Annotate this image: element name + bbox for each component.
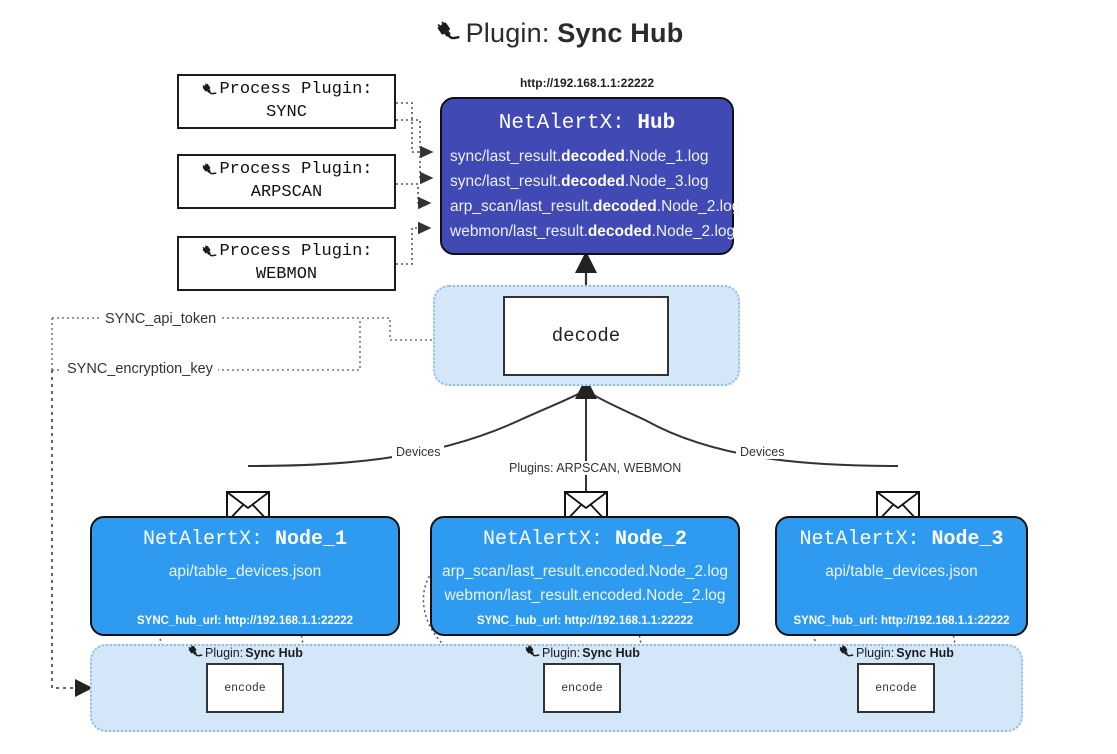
encode-plugin-label-2: Plugin: Sync Hub <box>523 645 640 660</box>
hub-log-line: webmon/last_result.decoded.Node_2.log <box>450 219 735 244</box>
node-title-name: Node_2 <box>615 528 688 551</box>
hub-log-line: sync/last_result.decoded.Node_3.log <box>450 169 732 194</box>
plug-icon <box>523 645 540 660</box>
log-pre: webmon/last_result. <box>450 223 588 241</box>
node-footer: SYNC_hub_url: http://192.168.1.1:22222 <box>136 615 354 627</box>
hub-title-name: Hub <box>637 112 676 135</box>
node-line: webmon/last_result.encoded.Node_2.log <box>444 587 726 605</box>
process-plugin-box-webmon[interactable]: Process Plugin: WEBMON <box>177 236 396 291</box>
sync-encryption-key-label: SYNC_encryption_key <box>62 361 218 377</box>
encode-plugin-label-3: Plugin: Sync Hub <box>837 645 954 660</box>
node-title: NetAlertX: Node_3 <box>777 528 1026 551</box>
log-pre: arp_scan/last_result. <box>450 198 594 216</box>
process-plugin-box-sync[interactable]: Process Plugin: SYNC <box>177 74 396 129</box>
hub-node[interactable]: NetAlertX: Hub sync/last_result.decoded.… <box>440 97 740 255</box>
encode-label-name: Sync Hub <box>582 645 640 660</box>
log-mid: decoded <box>587 223 652 241</box>
node-footer: SYNC_hub_url: http://192.168.1.1:22222 <box>476 615 694 627</box>
node-line-list: arp_scan/last_result.encoded.Node_2.log … <box>432 560 738 608</box>
edge-label-left-devices: Devices <box>392 445 445 459</box>
node-title-prefix: NetAlertX: <box>142 528 263 551</box>
hub-url-label: http://192.168.1.1:22222 <box>519 76 655 90</box>
plug-icon <box>200 82 217 98</box>
log-post: .Node_3.log <box>624 173 709 191</box>
node-box-1[interactable]: NetAlertX: Node_1 api/table_devices.json… <box>90 516 400 636</box>
hub-log-list: sync/last_result.decoded.Node_1.log sync… <box>442 144 740 244</box>
encode-label-prefix: Plugin: <box>856 645 895 660</box>
encode-box-2[interactable]: encode <box>543 663 621 713</box>
title-name: Sync Hub <box>557 18 684 48</box>
sync-api-token-label: SYNC_api_token <box>100 311 222 327</box>
process-plugin-label: Process Plugin: <box>219 79 373 99</box>
encode-label-name: Sync Hub <box>245 645 303 660</box>
log-post: .Node_2.log <box>656 198 741 216</box>
log-mid: decoded <box>561 148 625 165</box>
process-plugin-name: WEBMON <box>255 264 318 284</box>
node-title: NetAlertX: Node_1 <box>92 528 398 551</box>
hub-title: NetAlertX: Hub <box>442 112 732 135</box>
node-title-name: Node_1 <box>275 528 348 551</box>
log-pre: sync/last_result. <box>450 173 562 191</box>
plug-icon <box>200 162 217 178</box>
plug-icon <box>186 645 203 660</box>
encode-label-name: Sync Hub <box>896 645 954 660</box>
process-plugin-name: SYNC <box>266 102 307 122</box>
node-title-prefix: NetAlertX: <box>482 528 603 551</box>
node-line: api/table_devices.json <box>168 563 322 580</box>
plug-icon <box>434 21 460 52</box>
log-mid: decoded <box>561 173 625 191</box>
node-box-3[interactable]: NetAlertX: Node_3 api/table_devices.json… <box>775 516 1028 636</box>
node-box-2[interactable]: NetAlertX: Node_2 arp_scan/last_result.e… <box>430 516 740 636</box>
log-post: .Node_1.log <box>624 148 709 165</box>
encode-label-prefix: Plugin: <box>205 645 244 660</box>
node-line-list: api/table_devices.json <box>777 560 1026 584</box>
process-plugin-box-arpscan[interactable]: Process Plugin: ARPSCAN <box>177 154 396 209</box>
plug-icon <box>200 244 217 260</box>
node-title: NetAlertX: Node_2 <box>432 528 738 551</box>
node-line: api/table_devices.json <box>825 563 978 580</box>
page-title: Plugin: Sync Hub <box>0 18 1117 52</box>
encode-box-3[interactable]: encode <box>857 663 935 713</box>
edge-label-right-devices: Devices <box>736 445 789 459</box>
title-prefix: Plugin: <box>465 18 550 48</box>
encode-plugin-label-1: Plugin: Sync Hub <box>186 645 303 660</box>
log-pre: sync/last_result. <box>450 148 562 165</box>
log-post: .Node_2.log <box>651 223 736 241</box>
node-title-name: Node_3 <box>931 528 1004 551</box>
hub-log-line: arp_scan/last_result.decoded.Node_2.log <box>450 194 740 219</box>
node-footer: SYNC_hub_url: http://192.168.1.1:22222 <box>793 615 1010 627</box>
encode-label-prefix: Plugin: <box>542 645 581 660</box>
log-mid: decoded <box>593 198 657 216</box>
process-plugin-label: Process Plugin: <box>219 241 373 261</box>
edge-label-center-plugins: Plugins: ARPSCAN, WEBMON <box>505 461 686 475</box>
node-line-list: api/table_devices.json <box>92 560 398 584</box>
hub-title-prefix: NetAlertX: <box>498 112 625 135</box>
hub-log-line: sync/last_result.decoded.Node_1.log <box>450 144 732 169</box>
process-plugin-name: ARPSCAN <box>250 182 323 202</box>
process-plugin-label: Process Plugin: <box>219 159 373 179</box>
decode-box[interactable]: decode <box>503 296 669 376</box>
node-line: arp_scan/last_result.encoded.Node_2.log <box>441 563 729 580</box>
node-title-prefix: NetAlertX: <box>799 528 920 551</box>
encode-box-1[interactable]: encode <box>206 663 284 713</box>
plug-icon <box>837 645 854 660</box>
